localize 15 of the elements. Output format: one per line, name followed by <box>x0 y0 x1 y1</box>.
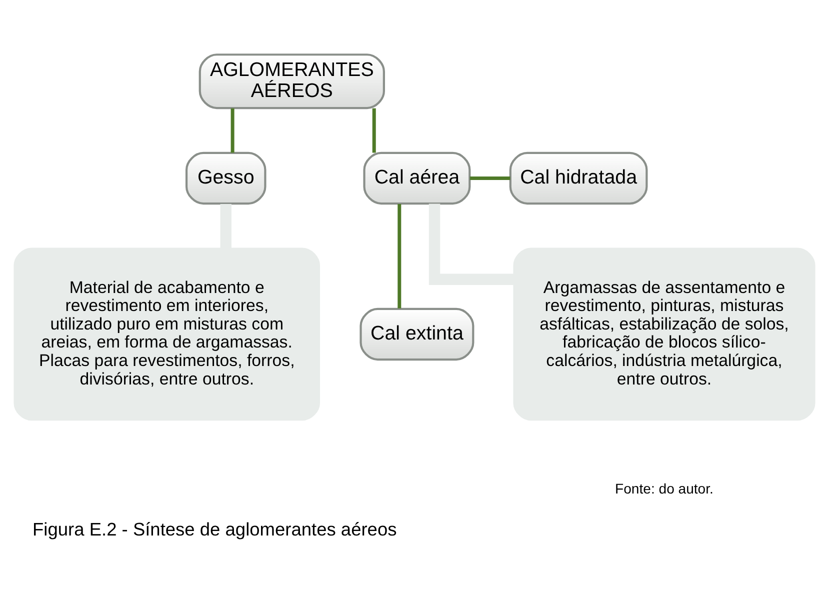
node-box: Cal aérea <box>363 151 471 204</box>
node-box: Cal extinta <box>360 307 474 360</box>
node-box: Cal hidratada <box>509 151 648 204</box>
node-box: Material de acabamento e revestimento em interiores, utilizado puro em misturas com areias, em forma de argamassas. Placas para revestimentos, forros, divisórias, entre outros. <box>14 247 320 420</box>
connector <box>220 204 232 248</box>
connector <box>230 108 234 152</box>
node-box: AGLOMERANTES AÉREOS <box>198 53 385 109</box>
node-box: Argamassas de assentamento e revestimento, pinturas, misturas asfálticas, estabilização de solos, fabricação de blocos sílico-calcários, indústria metalúrgica, entre outros. <box>513 247 816 420</box>
connector <box>372 108 376 152</box>
connector <box>398 204 402 308</box>
connector <box>428 203 514 285</box>
node-box: Gesso <box>185 151 266 204</box>
label: Fonte: do autor. <box>615 480 714 496</box>
caption: Figura E.2 - Síntese de aglomerantes aéreos <box>32 518 397 540</box>
connector <box>470 176 510 180</box>
